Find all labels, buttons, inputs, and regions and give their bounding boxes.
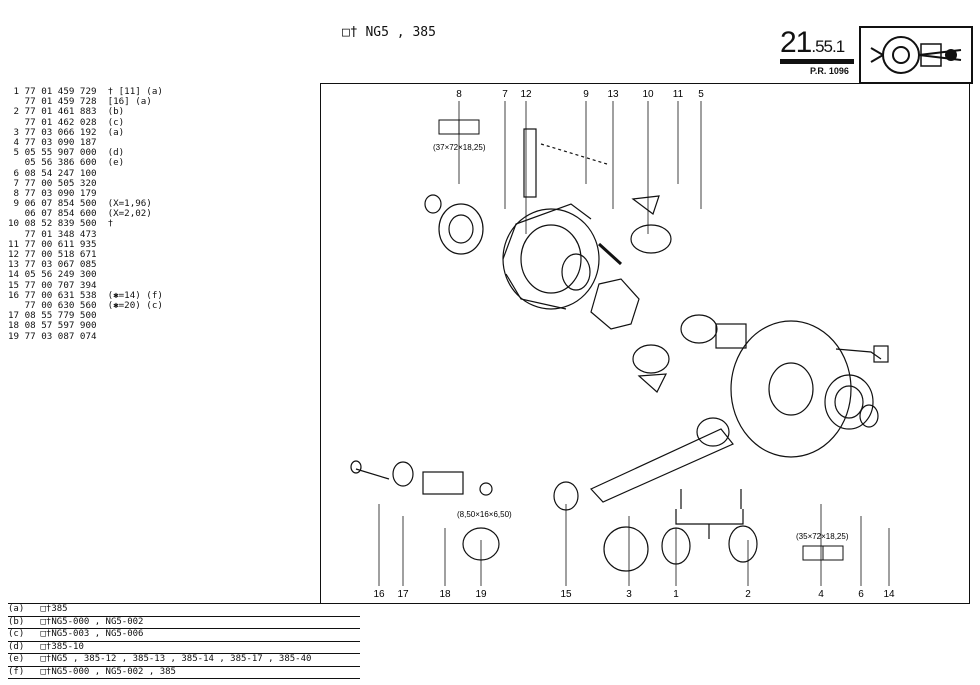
page-number-main: 21 bbox=[780, 26, 812, 59]
callout-9: 9 bbox=[583, 89, 589, 100]
parts-list-row: 05 56 386 600 (e) bbox=[8, 157, 125, 169]
footnote-row: (b) □†NG5-000 , NG5-002 bbox=[8, 617, 360, 629]
callout-15: 15 bbox=[560, 589, 572, 600]
footnote-row: (f) □†NG5-000 , NG5-002 , 385 bbox=[8, 667, 360, 679]
callout-1: 1 bbox=[673, 589, 679, 600]
callout-7: 7 bbox=[502, 89, 508, 100]
callout-18: 18 bbox=[439, 589, 451, 600]
parts-list-row: 1 77 01 459 729 † [11] (a) bbox=[8, 86, 163, 97]
callout-12: 12 bbox=[520, 89, 532, 100]
parts-list-row: 6 08 54 247 100 bbox=[8, 167, 97, 179]
parts-list-row: 8 77 03 090 179 bbox=[8, 187, 97, 199]
parts-list-row: 17 08 55 779 500 bbox=[8, 310, 97, 322]
book-key-icon: □† bbox=[342, 25, 358, 40]
callout-4: 4 bbox=[818, 589, 824, 600]
footnote-row: (a) □†385 bbox=[8, 603, 360, 617]
callout-19: 19 bbox=[475, 589, 487, 600]
parts-list-row: 77 01 459 728 [16] (a) bbox=[8, 96, 152, 108]
model-reference-text: NG5 , 385 bbox=[365, 25, 436, 40]
callout-11: 11 bbox=[673, 89, 684, 100]
dimension-right: (35×72×18,25) bbox=[796, 532, 849, 541]
callout-2: 2 bbox=[745, 589, 751, 600]
footnote-row: (c) □†NG5-003 , NG5-006 bbox=[8, 629, 360, 642]
callout-3: 3 bbox=[626, 589, 632, 600]
parts-list-row: 13 77 03 067 085 bbox=[8, 259, 97, 271]
exploded-view-drawing: (37×72×18,25) (35×72×18,25) (8,50×16×6,5… bbox=[350, 89, 895, 600]
callout-16: 16 bbox=[373, 589, 385, 600]
parts-list-row: 7 77 00 505 320 bbox=[8, 177, 97, 189]
parts-list-row: 10 08 52 839 500 † bbox=[8, 218, 114, 230]
model-reference: □† NG5 , 385 bbox=[342, 25, 436, 40]
dimension-small: (8,50×16×6,50) bbox=[457, 510, 512, 519]
parts-list-row: 4 77 03 090 187 bbox=[8, 136, 97, 148]
parts-list-row: 06 07 854 600 (X=2,02) bbox=[8, 208, 152, 220]
parts-list-row: 2 77 01 461 883 (b) bbox=[8, 106, 125, 118]
parts-list-row: 77 01 462 028 (c) bbox=[8, 116, 125, 128]
callout-10: 10 bbox=[642, 89, 654, 100]
pr-code: P.R. 1096 bbox=[810, 66, 849, 76]
parts-list-row: 77 01 348 473 bbox=[8, 228, 97, 240]
dimension-top: (37×72×18,25) bbox=[433, 143, 486, 152]
callout-17: 17 bbox=[397, 589, 409, 600]
callout-14: 14 bbox=[883, 589, 895, 600]
differential-thumbnail bbox=[859, 26, 973, 84]
parts-list-row: 18 08 57 597 900 bbox=[8, 320, 97, 332]
page-number-rule bbox=[780, 59, 854, 64]
callout-6: 6 bbox=[858, 589, 864, 600]
callout-13: 13 bbox=[607, 89, 619, 100]
differential-housing-drawing bbox=[502, 203, 600, 310]
exploded-view-diagram: (37×72×18,25) (35×72×18,25) (8,50×16×6,5… bbox=[320, 83, 970, 604]
page-number: 21.55.1 bbox=[780, 26, 845, 60]
pin-12-drawing bbox=[523, 128, 537, 198]
footnote-row: (e) □†NG5 , 385-12 , 385-13 , 385-14 , 3… bbox=[8, 654, 360, 667]
callout-5: 5 bbox=[698, 89, 704, 100]
parts-list: 1 77 01 459 729 † [11] (a) 77 01 459 728… bbox=[8, 86, 163, 342]
parts-list-row: 19 77 03 087 074 bbox=[8, 330, 97, 342]
parts-list-row: 15 77 00 707 394 bbox=[8, 279, 97, 291]
page-number-sub: .55 bbox=[811, 37, 833, 56]
parts-list-row: 3 77 03 066 192 (a) bbox=[8, 126, 125, 138]
parts-list-row: 14 05 56 249 300 bbox=[8, 269, 97, 281]
parts-list-row: 5 05 55 907 000 (d) bbox=[8, 147, 125, 159]
parts-list-row: 16 77 00 631 538 (✱=14) (f) bbox=[8, 289, 163, 301]
parts-list-row: 12 77 00 518 671 bbox=[8, 249, 97, 260]
applicability-footnotes: (a) □†385(b) □†NG5-000 , NG5-002(c) □†NG… bbox=[8, 603, 360, 679]
callout-8: 8 bbox=[456, 89, 462, 100]
differential-thumbnail-icon bbox=[870, 36, 962, 74]
parts-list-row: 11 77 00 611 935 bbox=[8, 238, 97, 250]
parts-list-row: 9 06 07 854 500 (X=1,96) bbox=[8, 198, 152, 210]
bearing-8-drawing bbox=[424, 194, 484, 255]
footnote-row: (d) □†385-10 bbox=[8, 642, 360, 654]
parts-list-row: 77 00 630 560 (✱=20) (c) bbox=[8, 299, 163, 311]
page-number-minor: .1 bbox=[832, 37, 845, 56]
